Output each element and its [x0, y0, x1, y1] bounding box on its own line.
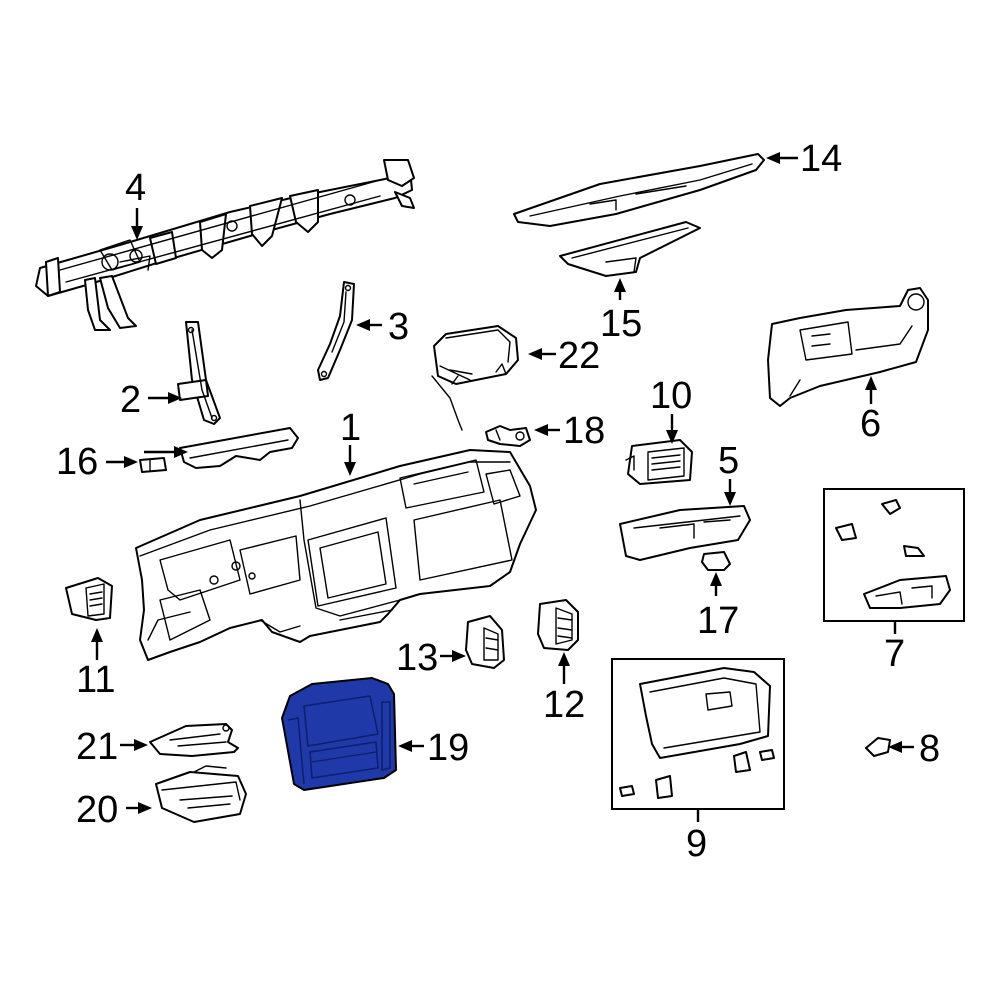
part-9-glove-box-kit[interactable] [611, 658, 785, 810]
callout-labels: 1 2 3 4 5 6 7 8 9 10 11 12 13 14 15 16 1… [56, 138, 940, 865]
part-21-bracket[interactable] [149, 723, 239, 757]
callout-10: 10 [650, 375, 692, 417]
callout-16: 16 [56, 441, 98, 483]
part-14-upper-cover[interactable] [513, 153, 765, 227]
callout-2: 2 [120, 379, 141, 421]
callout-18: 18 [563, 410, 605, 452]
part-12-vent[interactable] [537, 599, 579, 651]
callout-3: 3 [388, 306, 409, 348]
part-17-knob[interactable] [701, 551, 731, 571]
part-15-lower-cover[interactable] [559, 221, 701, 277]
part-8-clip[interactable] [865, 737, 891, 757]
part-10-vent[interactable] [625, 439, 693, 485]
leader-lines [91, 152, 914, 822]
part-13-vent[interactable] [465, 615, 505, 669]
callout-21: 21 [76, 726, 118, 768]
callout-13: 13 [396, 637, 438, 679]
part-16-trim-panel[interactable] [139, 427, 299, 473]
callout-1: 1 [340, 407, 361, 449]
part-1-instrument-panel[interactable] [135, 449, 537, 661]
part-22-airbag-module[interactable] [431, 325, 519, 431]
callout-9: 9 [686, 823, 707, 865]
part-20-housing[interactable] [155, 765, 247, 823]
callout-7: 7 [884, 633, 905, 675]
callout-6: 6 [860, 403, 881, 445]
callout-19: 19 [427, 727, 469, 769]
part-19-center-bezel-highlighted[interactable] [281, 677, 397, 791]
callout-17: 17 [697, 600, 739, 642]
part-3-brace[interactable] [317, 281, 355, 381]
part-11-side-vent[interactable] [65, 577, 113, 621]
callout-4: 4 [125, 167, 146, 209]
callout-5: 5 [718, 440, 739, 482]
part-7-switch-kit[interactable] [823, 488, 965, 622]
callout-8: 8 [919, 728, 940, 770]
part-2-support-bracket[interactable] [177, 321, 221, 425]
part-6-lower-panel[interactable] [767, 287, 929, 407]
callout-20: 20 [76, 789, 118, 831]
callout-11: 11 [76, 659, 115, 701]
callout-12: 12 [543, 684, 585, 726]
callout-14: 14 [800, 138, 842, 180]
part-5-center-panel[interactable] [619, 505, 751, 561]
part-4-reinforcement-beam[interactable] [35, 159, 415, 331]
callout-15: 15 [600, 303, 642, 345]
part-18-switch[interactable] [485, 425, 531, 447]
callout-22: 22 [558, 335, 600, 377]
